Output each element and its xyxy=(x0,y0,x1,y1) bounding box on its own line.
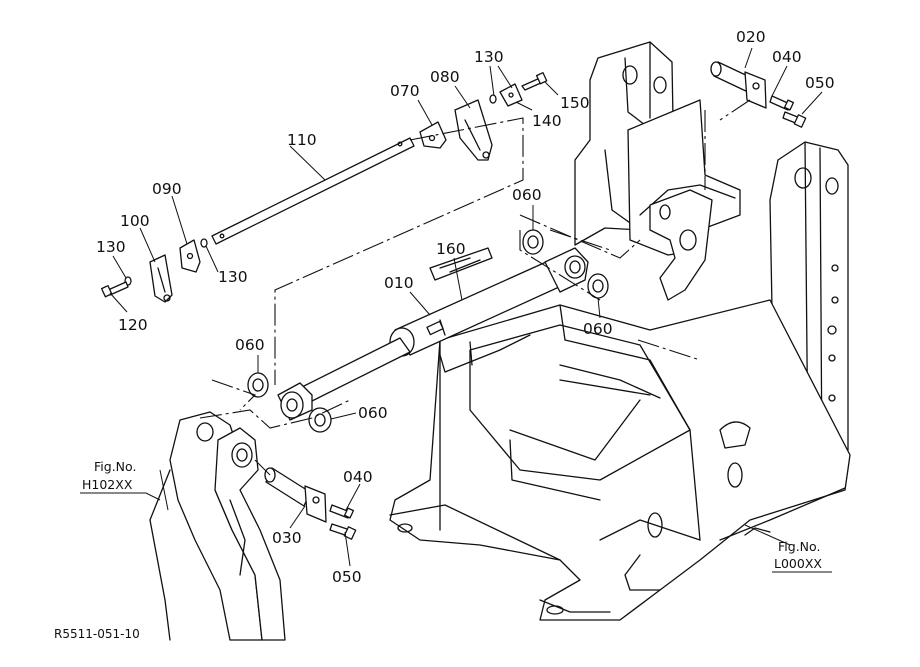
washer-130-right xyxy=(200,238,208,248)
label-090: 090 xyxy=(152,180,182,198)
label-040-bottom: 040 xyxy=(343,468,373,486)
loader-frame xyxy=(389,41,851,621)
label-070: 070 xyxy=(390,82,420,100)
grease-nipple-040-bottom xyxy=(329,504,355,519)
bolt-120 xyxy=(100,281,129,298)
leader-lines xyxy=(109,47,823,567)
pin-030 xyxy=(264,467,327,523)
label-120: 120 xyxy=(118,316,148,334)
label-060-right: 060 xyxy=(583,320,613,338)
washer-060-right xyxy=(587,273,609,299)
loader-boom xyxy=(149,411,286,641)
label-040-top: 040 xyxy=(772,48,802,66)
washer-130-top xyxy=(489,94,497,104)
bracket-070 xyxy=(419,121,447,149)
pin-020 xyxy=(710,61,767,109)
label-060-lower: 060 xyxy=(358,404,388,422)
label-100: 100 xyxy=(120,212,150,230)
label-030: 030 xyxy=(272,529,302,547)
hydraulic-cylinder xyxy=(277,247,589,421)
rod-110 xyxy=(211,137,415,245)
figure-ref-right-line2: L000XX xyxy=(774,556,822,571)
label-050-top: 050 xyxy=(805,74,835,92)
figure-ref-left-line1: Fig.No. xyxy=(94,459,136,474)
label-110: 110 xyxy=(287,131,317,149)
washer-060-left xyxy=(247,372,269,398)
bracket-080 xyxy=(454,99,493,161)
bolt-050-top xyxy=(782,111,807,128)
assembly-lines xyxy=(199,99,751,476)
figure-ref-left-line2: H102XX xyxy=(82,477,133,492)
bracket-100 xyxy=(149,254,173,303)
bracket-090 xyxy=(179,239,201,273)
cylinder-cover xyxy=(429,247,493,281)
label-010: 010 xyxy=(384,274,414,292)
label-130-top: 130 xyxy=(474,48,504,66)
figure-ref-right: Fig.No. L000XX xyxy=(772,539,832,573)
bolt-050-bottom xyxy=(329,523,357,540)
label-080: 080 xyxy=(430,68,460,86)
frame-base xyxy=(389,299,851,621)
label-160: 160 xyxy=(436,240,466,258)
washer-060-upper xyxy=(522,229,544,255)
label-130-left: 130 xyxy=(96,238,126,256)
drawing-code: R5511-051-10 xyxy=(54,627,140,641)
grease-nipple-040-top xyxy=(769,95,795,111)
label-020: 020 xyxy=(736,28,766,46)
label-060-upper: 060 xyxy=(512,186,542,204)
label-140: 140 xyxy=(532,112,562,130)
figure-ref-right-line1: Fig.No. xyxy=(778,539,820,554)
label-150: 150 xyxy=(560,94,590,112)
bolt-150 xyxy=(521,72,548,91)
label-050-bottom: 050 xyxy=(332,568,362,586)
label-060-left: 060 xyxy=(235,336,265,354)
part-labels: 110 070 080 130 140 150 020 040 050 090 … xyxy=(96,28,835,586)
label-130-right: 130 xyxy=(218,268,248,286)
figure-ref-left: Fig.No. H102XX xyxy=(80,459,161,501)
plate-140 xyxy=(499,83,523,107)
washer-060-lower xyxy=(308,407,332,433)
